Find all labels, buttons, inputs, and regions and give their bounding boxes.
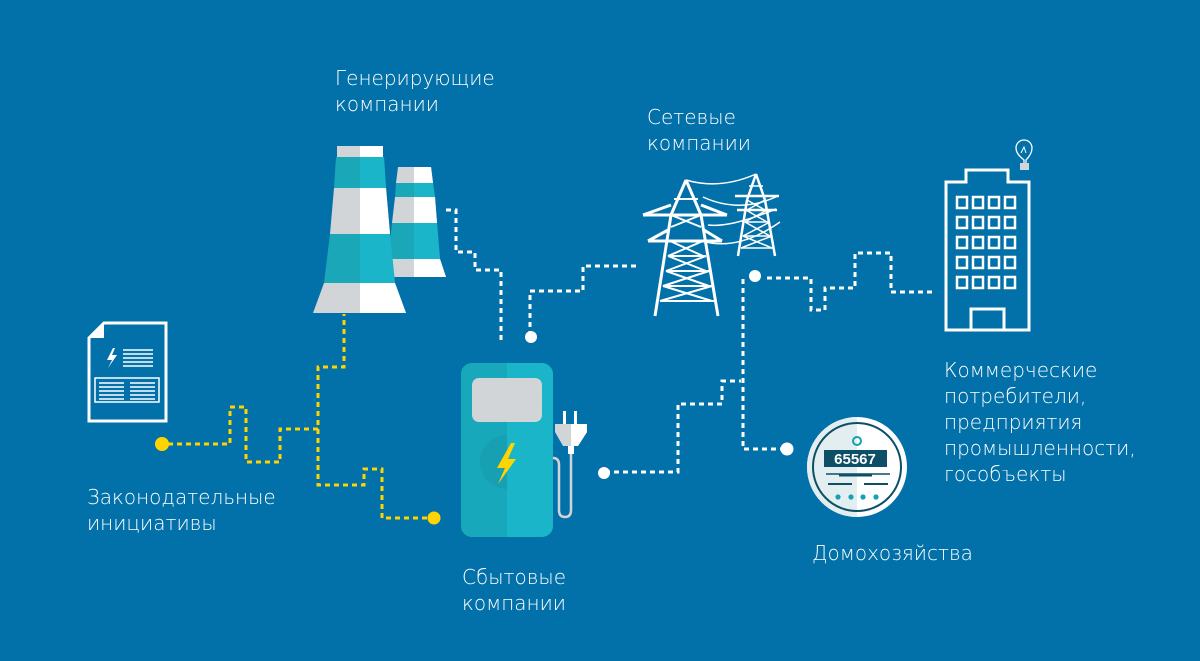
building-window (987, 215, 1001, 230)
node-dot-retail-top (525, 331, 537, 343)
connector-network-to-retail-lower (605, 379, 741, 474)
building-window (955, 235, 969, 250)
plug-icon (552, 411, 587, 519)
building-window (1003, 235, 1017, 250)
white-connectors (446, 208, 932, 474)
label-line: предприятия (944, 410, 1083, 434)
label-line: инициативы (87, 511, 217, 535)
label-line: Генерирующие (335, 66, 495, 90)
connector-generating-to-retail-yellow (316, 429, 428, 520)
label-retail-companies: Сбытовые компании (462, 564, 566, 616)
power-pylon-icon (642, 173, 781, 317)
building-window (955, 195, 969, 210)
label-legislative-initiatives: Законодательные инициативы (87, 484, 276, 536)
label-line: компании (335, 92, 439, 116)
node-dot-retail-right (598, 467, 610, 479)
light-bulb-icon (1015, 139, 1033, 170)
building-window (955, 275, 969, 290)
building-window (971, 195, 985, 210)
meter-reading: 65567 (834, 451, 876, 468)
label-line: гособъекты (944, 462, 1067, 486)
building-window (987, 255, 1001, 270)
label-commercial-consumers: Коммерческие потребители, предприятия пр… (944, 357, 1136, 487)
label-line: потребители, (944, 384, 1087, 408)
label-generating-companies: Генерирующие компании (335, 65, 495, 117)
label-line: Законодательные (87, 485, 276, 509)
building-window (971, 235, 985, 250)
label-line: Сбытовые (462, 565, 567, 589)
label-line: Домохозяйства (812, 541, 973, 565)
node-dot-network-right (749, 270, 761, 282)
cooling-tower-small (382, 167, 446, 277)
building-window (971, 215, 985, 230)
electric-meter-icon: 65567 (807, 417, 907, 517)
node-dot-households (780, 442, 794, 456)
connector-network-to-households (741, 279, 785, 451)
node-dot-legislative (155, 437, 169, 451)
building-window (1003, 255, 1017, 270)
document-icon (87, 321, 168, 423)
building-window (955, 255, 969, 270)
connector-network-to-commercial (767, 251, 932, 312)
label-line: компании (462, 591, 566, 615)
office-building-icon (944, 139, 1033, 332)
building-window (971, 275, 985, 290)
building-window (1003, 195, 1017, 210)
cooling-towers-icon (313, 146, 446, 313)
building-window (987, 235, 1001, 250)
station-screen (472, 378, 542, 422)
label-line: Сетевые (647, 105, 736, 129)
label-network-companies: Сетевые компании (647, 104, 751, 156)
connector-legislative-to-generating (168, 314, 346, 464)
building-window (987, 195, 1001, 210)
building-window (1003, 275, 1017, 290)
building-window (987, 275, 1001, 290)
label-line: промышленности, (944, 436, 1136, 460)
label-households: Домохозяйства (812, 540, 973, 566)
connector-generating-to-retail (446, 208, 503, 340)
label-line: Коммерческие (944, 358, 1098, 382)
node-dot-retail-yellow (427, 511, 441, 525)
connector-network-to-retail (528, 264, 640, 336)
label-line: компании (647, 131, 751, 155)
lightning-glyph (107, 348, 117, 368)
yellow-connectors (168, 314, 428, 520)
building-window (955, 215, 969, 230)
charging-station-icon (461, 363, 587, 537)
lightning-bolt-icon (497, 443, 516, 484)
cooling-tower-large (313, 146, 406, 313)
building-window (1003, 215, 1017, 230)
building-window (971, 255, 985, 270)
